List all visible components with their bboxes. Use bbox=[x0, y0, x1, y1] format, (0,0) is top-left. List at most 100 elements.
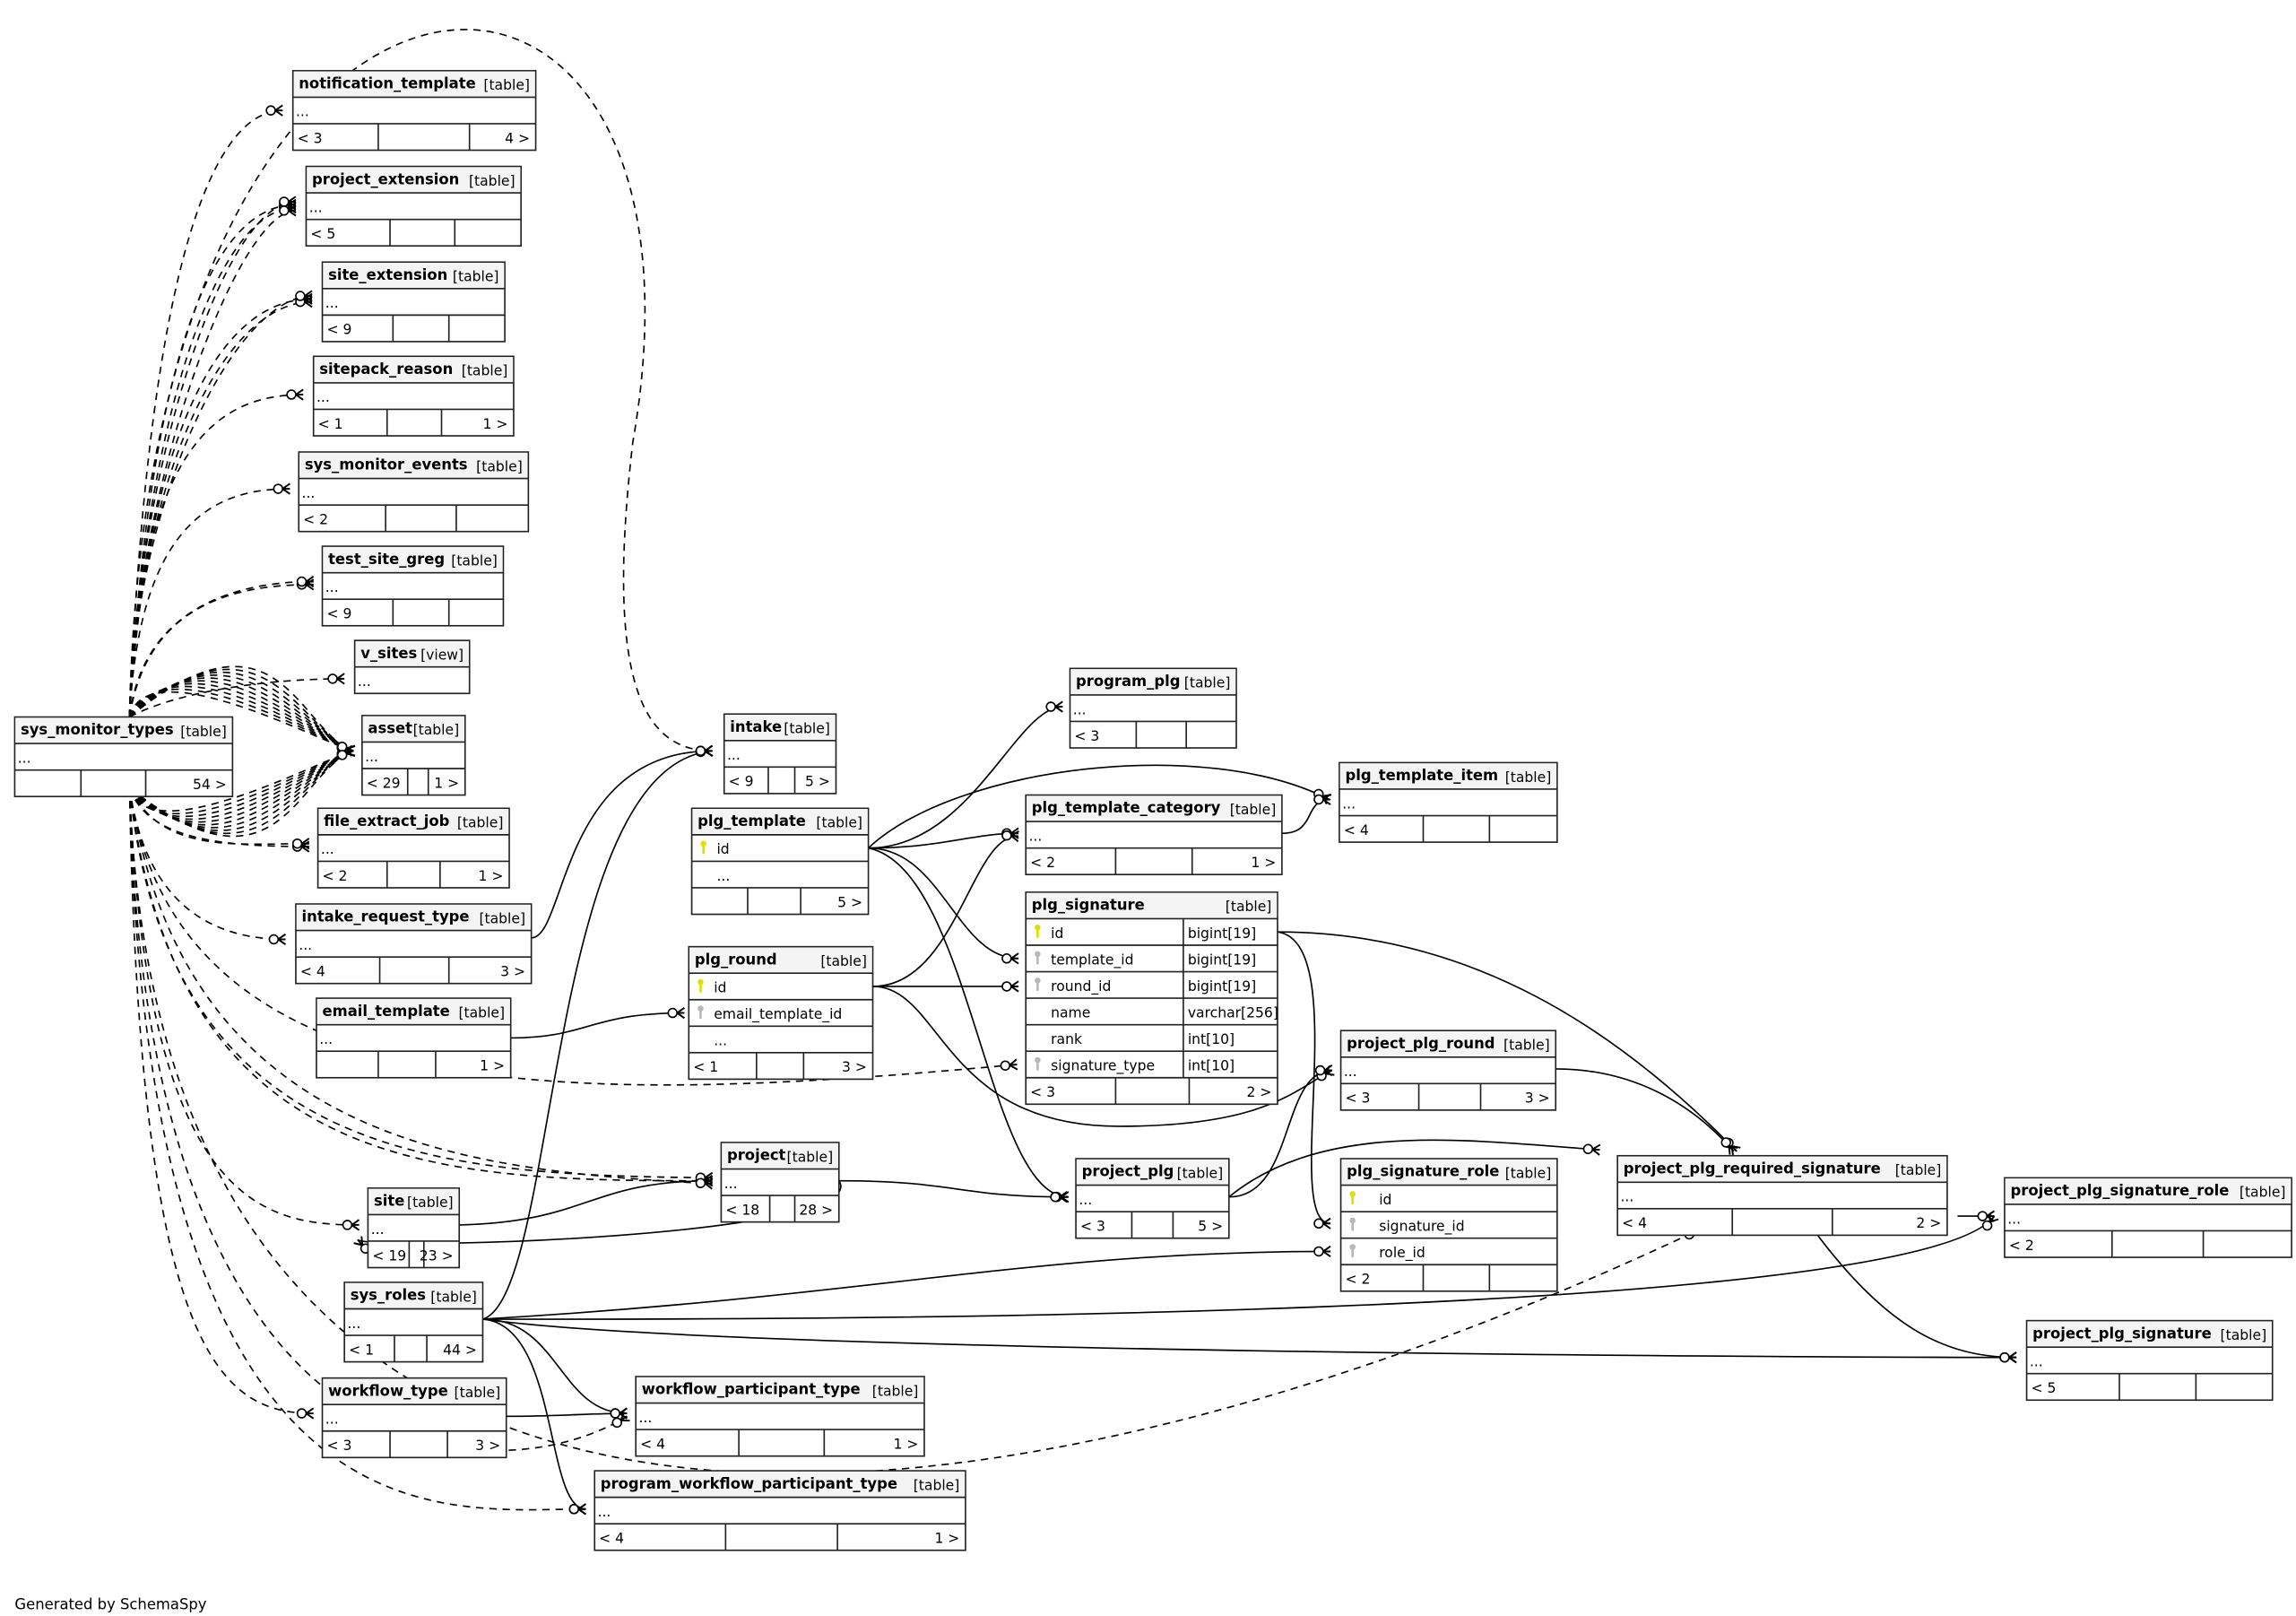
column-row[interactable]: ... bbox=[358, 673, 371, 690]
children-count-link[interactable]: 1 > bbox=[934, 1531, 959, 1547]
table-name[interactable]: project_plg_signature_role bbox=[2011, 1182, 2230, 1199]
table-plg-template[interactable]: plg_template[table]id...5 > bbox=[690, 807, 870, 916]
column-row[interactable]: ... bbox=[365, 749, 378, 765]
table-name[interactable]: plg_template_category bbox=[1032, 799, 1221, 816]
children-count-link[interactable]: 2 > bbox=[1916, 1215, 1941, 1231]
column-row[interactable]: signature_id bbox=[1349, 1217, 1465, 1236]
table-name[interactable]: workflow_participant_type bbox=[642, 1381, 861, 1398]
table-name[interactable]: site bbox=[374, 1193, 404, 1210]
column-row[interactable]: ... bbox=[714, 1033, 727, 1049]
children-count-link[interactable]: 3 > bbox=[842, 1059, 867, 1075]
column-row[interactable]: ... bbox=[325, 295, 339, 311]
column-row[interactable]: ... bbox=[598, 1504, 611, 1520]
column-row[interactable]: ... bbox=[2007, 1211, 2021, 1227]
parents-count-link[interactable]: < 3 bbox=[1345, 1090, 1370, 1107]
table-name[interactable]: sys_roles bbox=[351, 1287, 426, 1304]
parents-count-link[interactable]: < 18 bbox=[725, 1202, 759, 1218]
column-row[interactable]: id bbox=[1349, 1191, 1391, 1208]
children-count-link[interactable]: 1 > bbox=[480, 1058, 505, 1074]
parents-count-link[interactable]: < 2 bbox=[2009, 1238, 2034, 1254]
table-name[interactable]: project_plg bbox=[1082, 1163, 1174, 1180]
table-sys-monitor-types[interactable]: sys_monitor_types[table]...54 > bbox=[13, 716, 234, 798]
parents-count-link[interactable]: < 1 bbox=[318, 416, 343, 432]
parents-count-link[interactable]: < 9 bbox=[729, 774, 754, 790]
parents-count-link[interactable]: < 4 bbox=[300, 963, 325, 979]
parents-count-link[interactable]: < 2 bbox=[1345, 1272, 1370, 1288]
column-row[interactable]: id bbox=[700, 840, 730, 857]
table-plg-round[interactable]: plg_round[table]idemail_template_id...< … bbox=[688, 945, 874, 1081]
table-name[interactable]: project_plg_round bbox=[1347, 1035, 1495, 1052]
parents-count-link[interactable]: < 2 bbox=[323, 868, 348, 884]
table-name[interactable]: project_plg_required_signature bbox=[1624, 1160, 1881, 1177]
column-row[interactable]: ... bbox=[1620, 1189, 1633, 1205]
parents-count-link[interactable]: < 9 bbox=[326, 606, 351, 622]
column-row[interactable]: ... bbox=[1342, 795, 1356, 812]
column-row[interactable]: email_template_id bbox=[697, 1005, 842, 1023]
table-plg-template-item[interactable]: plg_template_item[table]...< 4 bbox=[1339, 761, 1558, 843]
table-name[interactable]: sys_monitor_types bbox=[21, 721, 174, 738]
parents-count-link[interactable]: < 29 bbox=[367, 775, 401, 791]
parents-count-link[interactable]: < 19 bbox=[372, 1247, 406, 1264]
table-name[interactable]: sys_monitor_events bbox=[305, 456, 468, 474]
table-email-template[interactable]: email_template[table]...1 > bbox=[316, 997, 512, 1079]
parents-count-link[interactable]: < 1 bbox=[349, 1342, 374, 1358]
parents-count-link[interactable]: < 9 bbox=[326, 322, 351, 338]
parents-count-link[interactable]: < 3 bbox=[326, 1438, 351, 1454]
table-name[interactable]: plg_signature bbox=[1032, 897, 1145, 914]
table-name[interactable]: plg_signature_role bbox=[1347, 1163, 1499, 1180]
column-row[interactable]: ... bbox=[325, 579, 339, 595]
children-count-link[interactable]: 28 > bbox=[799, 1202, 833, 1218]
table-name[interactable]: project bbox=[727, 1147, 786, 1164]
column-row[interactable]: ... bbox=[1073, 701, 1087, 717]
parents-count-link[interactable]: < 3 bbox=[1030, 1084, 1055, 1100]
parents-count-link[interactable]: < 5 bbox=[2032, 1380, 2057, 1396]
column-row[interactable]: ... bbox=[309, 199, 323, 215]
children-count-link[interactable]: 3 > bbox=[500, 963, 525, 979]
column-row[interactable]: ... bbox=[325, 1412, 339, 1428]
table-name[interactable]: program_plg bbox=[1076, 673, 1180, 690]
table-project-plg-signature-role[interactable]: project_plg_signature_role[table]...< 2 bbox=[2004, 1177, 2292, 1258]
column-row[interactable]: ... bbox=[302, 485, 316, 501]
parents-count-link[interactable]: < 4 bbox=[599, 1531, 624, 1547]
table-name[interactable]: intake bbox=[730, 718, 782, 735]
column-row[interactable]: ... bbox=[347, 1316, 360, 1332]
parents-count-link[interactable]: < 2 bbox=[303, 511, 328, 527]
table-name[interactable]: plg_round bbox=[695, 951, 777, 968]
parents-count-link[interactable]: < 3 bbox=[298, 130, 323, 146]
table-name[interactable]: v_sites bbox=[360, 645, 417, 662]
table-name[interactable]: intake_request_type bbox=[302, 908, 470, 925]
table-name[interactable]: email_template bbox=[323, 1003, 450, 1020]
column-row[interactable]: ... bbox=[316, 389, 330, 405]
column-row[interactable]: ... bbox=[716, 868, 730, 884]
table-site-extension[interactable]: site_extension[table]...< 9 bbox=[321, 261, 506, 343]
table-name[interactable]: project_plg_signature bbox=[2032, 1325, 2212, 1342]
table-name[interactable]: program_workflow_participant_type bbox=[601, 1475, 897, 1492]
table-project-extension[interactable]: project_extension[table]...< 5 bbox=[305, 165, 522, 248]
column-row[interactable]: ... bbox=[299, 937, 312, 953]
table-name[interactable]: workflow_type bbox=[328, 1382, 448, 1399]
table-name[interactable]: notification_template bbox=[299, 75, 475, 92]
children-count-link[interactable]: 1 > bbox=[434, 775, 459, 791]
table-name[interactable]: site_extension bbox=[328, 266, 447, 283]
column-row[interactable]: ... bbox=[371, 1221, 385, 1238]
table-program-plg[interactable]: program_plg[table]...< 3 bbox=[1069, 667, 1237, 749]
table-name[interactable]: sitepack_reason bbox=[319, 361, 453, 378]
column-row[interactable]: ... bbox=[18, 750, 31, 766]
children-count-link[interactable]: 54 > bbox=[193, 777, 227, 793]
parents-count-link[interactable]: < 5 bbox=[310, 226, 335, 242]
column-row[interactable]: ... bbox=[319, 1031, 333, 1047]
